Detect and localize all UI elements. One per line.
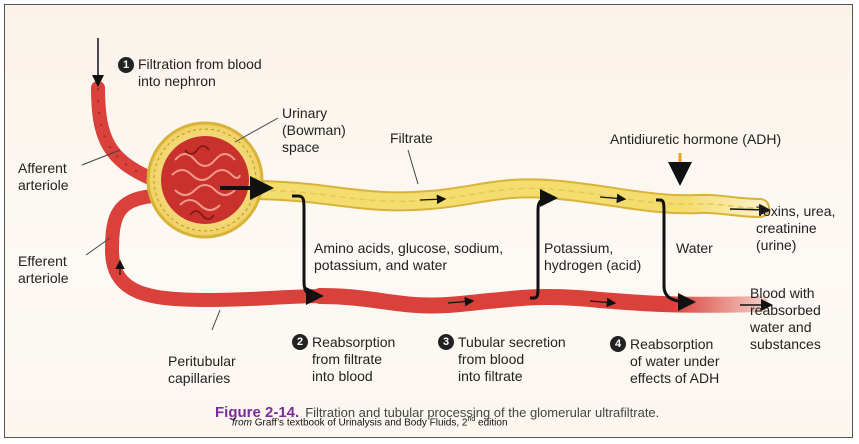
credit-source: Graff’s textbook of Urinalysis and Body … (252, 417, 468, 429)
efferent-arteriole-label: Efferent arteriole (18, 253, 69, 286)
source-credit: from Graff’s textbook of Urinalysis and … (232, 416, 508, 428)
secreted-substances-label: Potassium, hydrogen (acid) (544, 240, 642, 273)
caption-text: Filtration and tubular processing of the… (305, 405, 660, 420)
efferent-arteriole (104, 189, 337, 308)
credit-from: from (232, 417, 252, 429)
filtrate-label: Filtrate (390, 130, 433, 146)
blood-out-label: Blood with reabsorbed water and substanc… (750, 285, 821, 352)
step-number: 4 (610, 336, 626, 352)
step-water-reabsorption-label: Reabsorption of water under effects of A… (630, 336, 720, 386)
figure-number: Figure 2-14. (215, 404, 300, 421)
urine-label: Toxins, urea, creatinine (urine) (756, 203, 836, 253)
secretion-connector (530, 189, 558, 300)
reabsorption-connector (292, 194, 324, 305)
water-label: Water (676, 240, 713, 256)
water-connector (656, 198, 696, 311)
step-number: 1 (118, 57, 134, 73)
figure-background (5, 5, 852, 437)
step-secretion-label: Tubular secretion from blood into filtra… (458, 334, 566, 384)
afferent-arteriole-label: Afferent arteriole (18, 160, 69, 193)
figure-caption: Figure 2-14. Filtration and tubular proce… (215, 404, 659, 421)
step-reabsorption-label: Reabsorption from filtrate into blood (312, 334, 396, 384)
afferent-arteriole (91, 81, 157, 185)
peritubular-capillaries-label: Peritubular capillaries (168, 353, 236, 386)
step-number: 2 (292, 334, 308, 350)
adh-label: Antidiuretic hormone (ADH) (610, 131, 782, 147)
glomerulus (161, 136, 249, 224)
credit-superscript: nd (467, 416, 476, 423)
reabsorbed-substances-label: Amino acids, glucose, sodium, potassium,… (314, 240, 504, 273)
peritubular-capillary (312, 288, 768, 314)
step-number: 3 (438, 334, 454, 350)
credit-suffix: edition (475, 417, 508, 429)
bowman-space-label: Urinary (Bowman) space (282, 105, 346, 155)
step-filtration-label: Filtration from blood into nephron (138, 56, 262, 89)
